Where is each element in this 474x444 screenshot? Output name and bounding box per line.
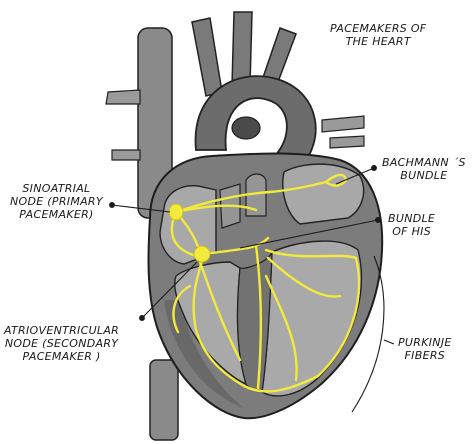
label-atrioventricular-node: ATRIOVENTRICULAR NODE (SECONDARY PACEMAK…: [4, 324, 119, 363]
aortic-branch-2: [231, 11, 253, 87]
his-label-line-2: OF HIS: [392, 225, 431, 238]
av-label-line-3: PACEMAKER ): [22, 350, 101, 363]
his-leader-dot: [375, 217, 381, 223]
purkinje-label-line-2: FIBERS: [404, 349, 446, 362]
vein-branch-right-low: [329, 135, 365, 149]
right-bundle-branch: [192, 252, 246, 388]
vein-branch-upper: [105, 89, 141, 105]
heart-shading: [164, 300, 244, 408]
right-bundle-branch-inner: [198, 260, 242, 362]
left-bundle-branch: [254, 244, 262, 390]
left-atrium-chamber: [282, 163, 365, 225]
his-label-line-1: BUNDLE: [388, 212, 436, 225]
purkinje-fiber-5: [242, 374, 320, 393]
sa-label-line-3: PACEMAKER): [19, 208, 94, 221]
bachmann-bundle-path: [174, 180, 328, 214]
bachmann-label-line-1: BACHMANN ´S: [382, 156, 466, 169]
bachmann-leader: [335, 167, 375, 185]
label-bachmann-bundle: BACHMANN ´S BUNDLE: [382, 156, 466, 182]
his-leader: [239, 219, 379, 249]
atrial-septum-left: [245, 173, 267, 217]
purkinje-label-line-1: PURKINJE: [398, 336, 452, 349]
leader-lines: [109, 165, 395, 413]
bundle-of-his-path: [202, 236, 270, 256]
av-node-leader-dot: [139, 315, 145, 321]
av-label-line-2: NODE (SECONDARY: [4, 337, 119, 350]
av-label-line-1: ATRIOVENTRICULAR: [4, 324, 120, 337]
purkinje-leader: [383, 339, 395, 345]
aortic-branch-1: [191, 17, 223, 97]
label-sinoatrial-node: SINOATRIAL NODE (PRIMARY PACEMAKER): [10, 182, 103, 221]
label-purkinje-fibers: PURKINJE FIBERS: [398, 336, 452, 362]
sa-label-line-2: NODE (PRIMARY: [10, 195, 103, 208]
title-line-2: THE HEART: [345, 35, 411, 48]
atrioventricular-node: [193, 245, 211, 263]
sa-node-leader: [111, 204, 171, 213]
aortic-arch-opening: [231, 116, 261, 140]
inferior-vena-cava: [149, 359, 179, 441]
internodal-path-upper: [174, 204, 258, 214]
label-bundle-of-his: BUNDLE OF HIS: [388, 212, 435, 238]
purkinje-fiber-3: [264, 274, 298, 382]
conduction-system: [170, 173, 361, 393]
purkinje-fiber-1: [264, 248, 361, 378]
sa-node-leader-dot: [109, 202, 115, 208]
purkinje-fiber-4: [172, 284, 192, 334]
sa-label-line-1: SINOATRIAL: [22, 182, 91, 195]
bachmann-leader-dot: [371, 165, 377, 171]
sinoatrial-node: [168, 203, 184, 221]
title-line-1: PACEMAKERS OF: [330, 22, 427, 35]
purkinje-bracket: [351, 255, 385, 413]
vein-branch-lower: [111, 149, 141, 161]
bachmann-label-line-2: BUNDLE: [400, 169, 448, 182]
purkinje-fiber-2: [266, 256, 342, 298]
av-node-leader: [141, 261, 198, 319]
vein-branch-right: [321, 115, 365, 133]
diagram-title: PACEMAKERS OF THE HEART: [330, 22, 426, 48]
